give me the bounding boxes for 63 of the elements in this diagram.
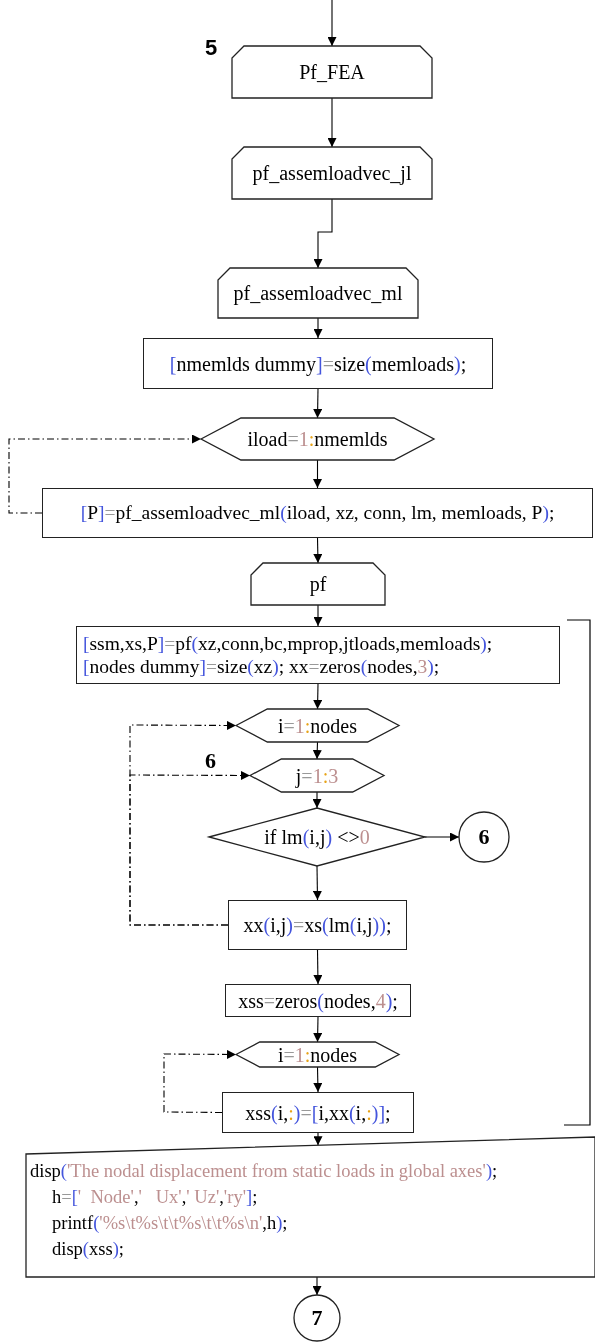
display-box bbox=[26, 1137, 595, 1277]
code-text: [ssm,xs,P]=pf(xz,conn,bc,mprop,jtloads,memloads); bbox=[83, 631, 493, 655]
code-text: pf_assemloadvec_ml bbox=[233, 281, 403, 305]
flow-arrow bbox=[313, 317, 323, 339]
code-text: if lm(i,j) <>0 bbox=[264, 825, 370, 849]
code-text: pf bbox=[309, 572, 327, 596]
code-text: j=1:3 bbox=[295, 763, 339, 788]
process-box bbox=[222, 1092, 414, 1133]
code-text: [nodes dummy]=size(xz); xx=zeros(nodes,3); bbox=[83, 655, 440, 679]
flow-arrow bbox=[424, 832, 460, 842]
loop-hexagon bbox=[236, 1042, 399, 1067]
code-text: 7 bbox=[311, 1304, 323, 1332]
flow-arrow bbox=[312, 1276, 322, 1296]
module-box bbox=[232, 46, 432, 98]
flow-arrow bbox=[313, 388, 323, 419]
connector-circle bbox=[294, 1295, 340, 1341]
flow-arrow bbox=[313, 1016, 323, 1043]
process-box bbox=[42, 488, 593, 538]
process-box bbox=[225, 984, 411, 1017]
process-box bbox=[76, 626, 560, 684]
code-text: i=1:nodes bbox=[277, 713, 358, 738]
flow-arrow bbox=[312, 865, 322, 901]
decision-diamond bbox=[209, 808, 425, 866]
code-text: Pf_FEA bbox=[299, 60, 365, 84]
connector-circle bbox=[459, 812, 509, 862]
code-text: printf('%s\t%s\t\t%s\t\t%s\n',h); bbox=[52, 1211, 288, 1235]
loop-hexagon bbox=[250, 759, 384, 792]
flow-arrow bbox=[313, 604, 323, 627]
loop-back-arrow bbox=[129, 770, 251, 926]
code-text: xss(i,:)=[i,xx(i,:)]; bbox=[245, 1100, 391, 1125]
code-text: xss=zeros(nodes,4); bbox=[238, 988, 398, 1013]
code-text: [nmemlds dummy]=size(memloads); bbox=[169, 351, 467, 376]
module-box bbox=[232, 147, 432, 199]
code-text: xx(i,j)=xs(lm(i,j)); bbox=[243, 913, 392, 937]
step-number: 6 bbox=[205, 748, 216, 774]
code-text: i=1:nodes bbox=[277, 1042, 358, 1067]
flow-arrow bbox=[313, 949, 323, 985]
code-text: disp('The nodal displacement from static loads in global axes'); bbox=[30, 1160, 498, 1183]
loop-hexagon bbox=[236, 709, 399, 742]
step-number: 5 bbox=[205, 35, 218, 61]
loop-back-arrow bbox=[8, 434, 202, 514]
flow-arrow bbox=[313, 459, 322, 489]
loop-hexagon bbox=[201, 418, 434, 460]
code-text: pf_assemloadvec_jl bbox=[252, 161, 412, 185]
flow-arrow bbox=[313, 1066, 323, 1093]
flow-arrow bbox=[312, 791, 322, 809]
flow-arrow bbox=[313, 1132, 323, 1146]
code-text: [P]=pf_assemloadvec_ml(iload, xz, conn, lm, memloads, P); bbox=[80, 501, 555, 525]
code-text: iload=1:nmemlds bbox=[247, 427, 388, 451]
code-text: disp(xss); bbox=[52, 1237, 124, 1261]
flow-arrow bbox=[313, 683, 323, 710]
flow-arrow bbox=[313, 537, 323, 564]
flow-arrow bbox=[312, 741, 322, 760]
code-text: h=[' Node',' Ux',' Uz','ry']; bbox=[52, 1185, 258, 1209]
loop-back-arrow bbox=[163, 1049, 237, 1114]
flow-arrow bbox=[313, 198, 333, 269]
process-box bbox=[228, 900, 407, 950]
code-text: 6 bbox=[478, 823, 490, 851]
flow-arrow bbox=[327, 0, 337, 47]
process-box bbox=[143, 338, 493, 389]
flow-arrow bbox=[327, 97, 337, 148]
module-box bbox=[251, 563, 385, 605]
module-box bbox=[218, 268, 418, 318]
